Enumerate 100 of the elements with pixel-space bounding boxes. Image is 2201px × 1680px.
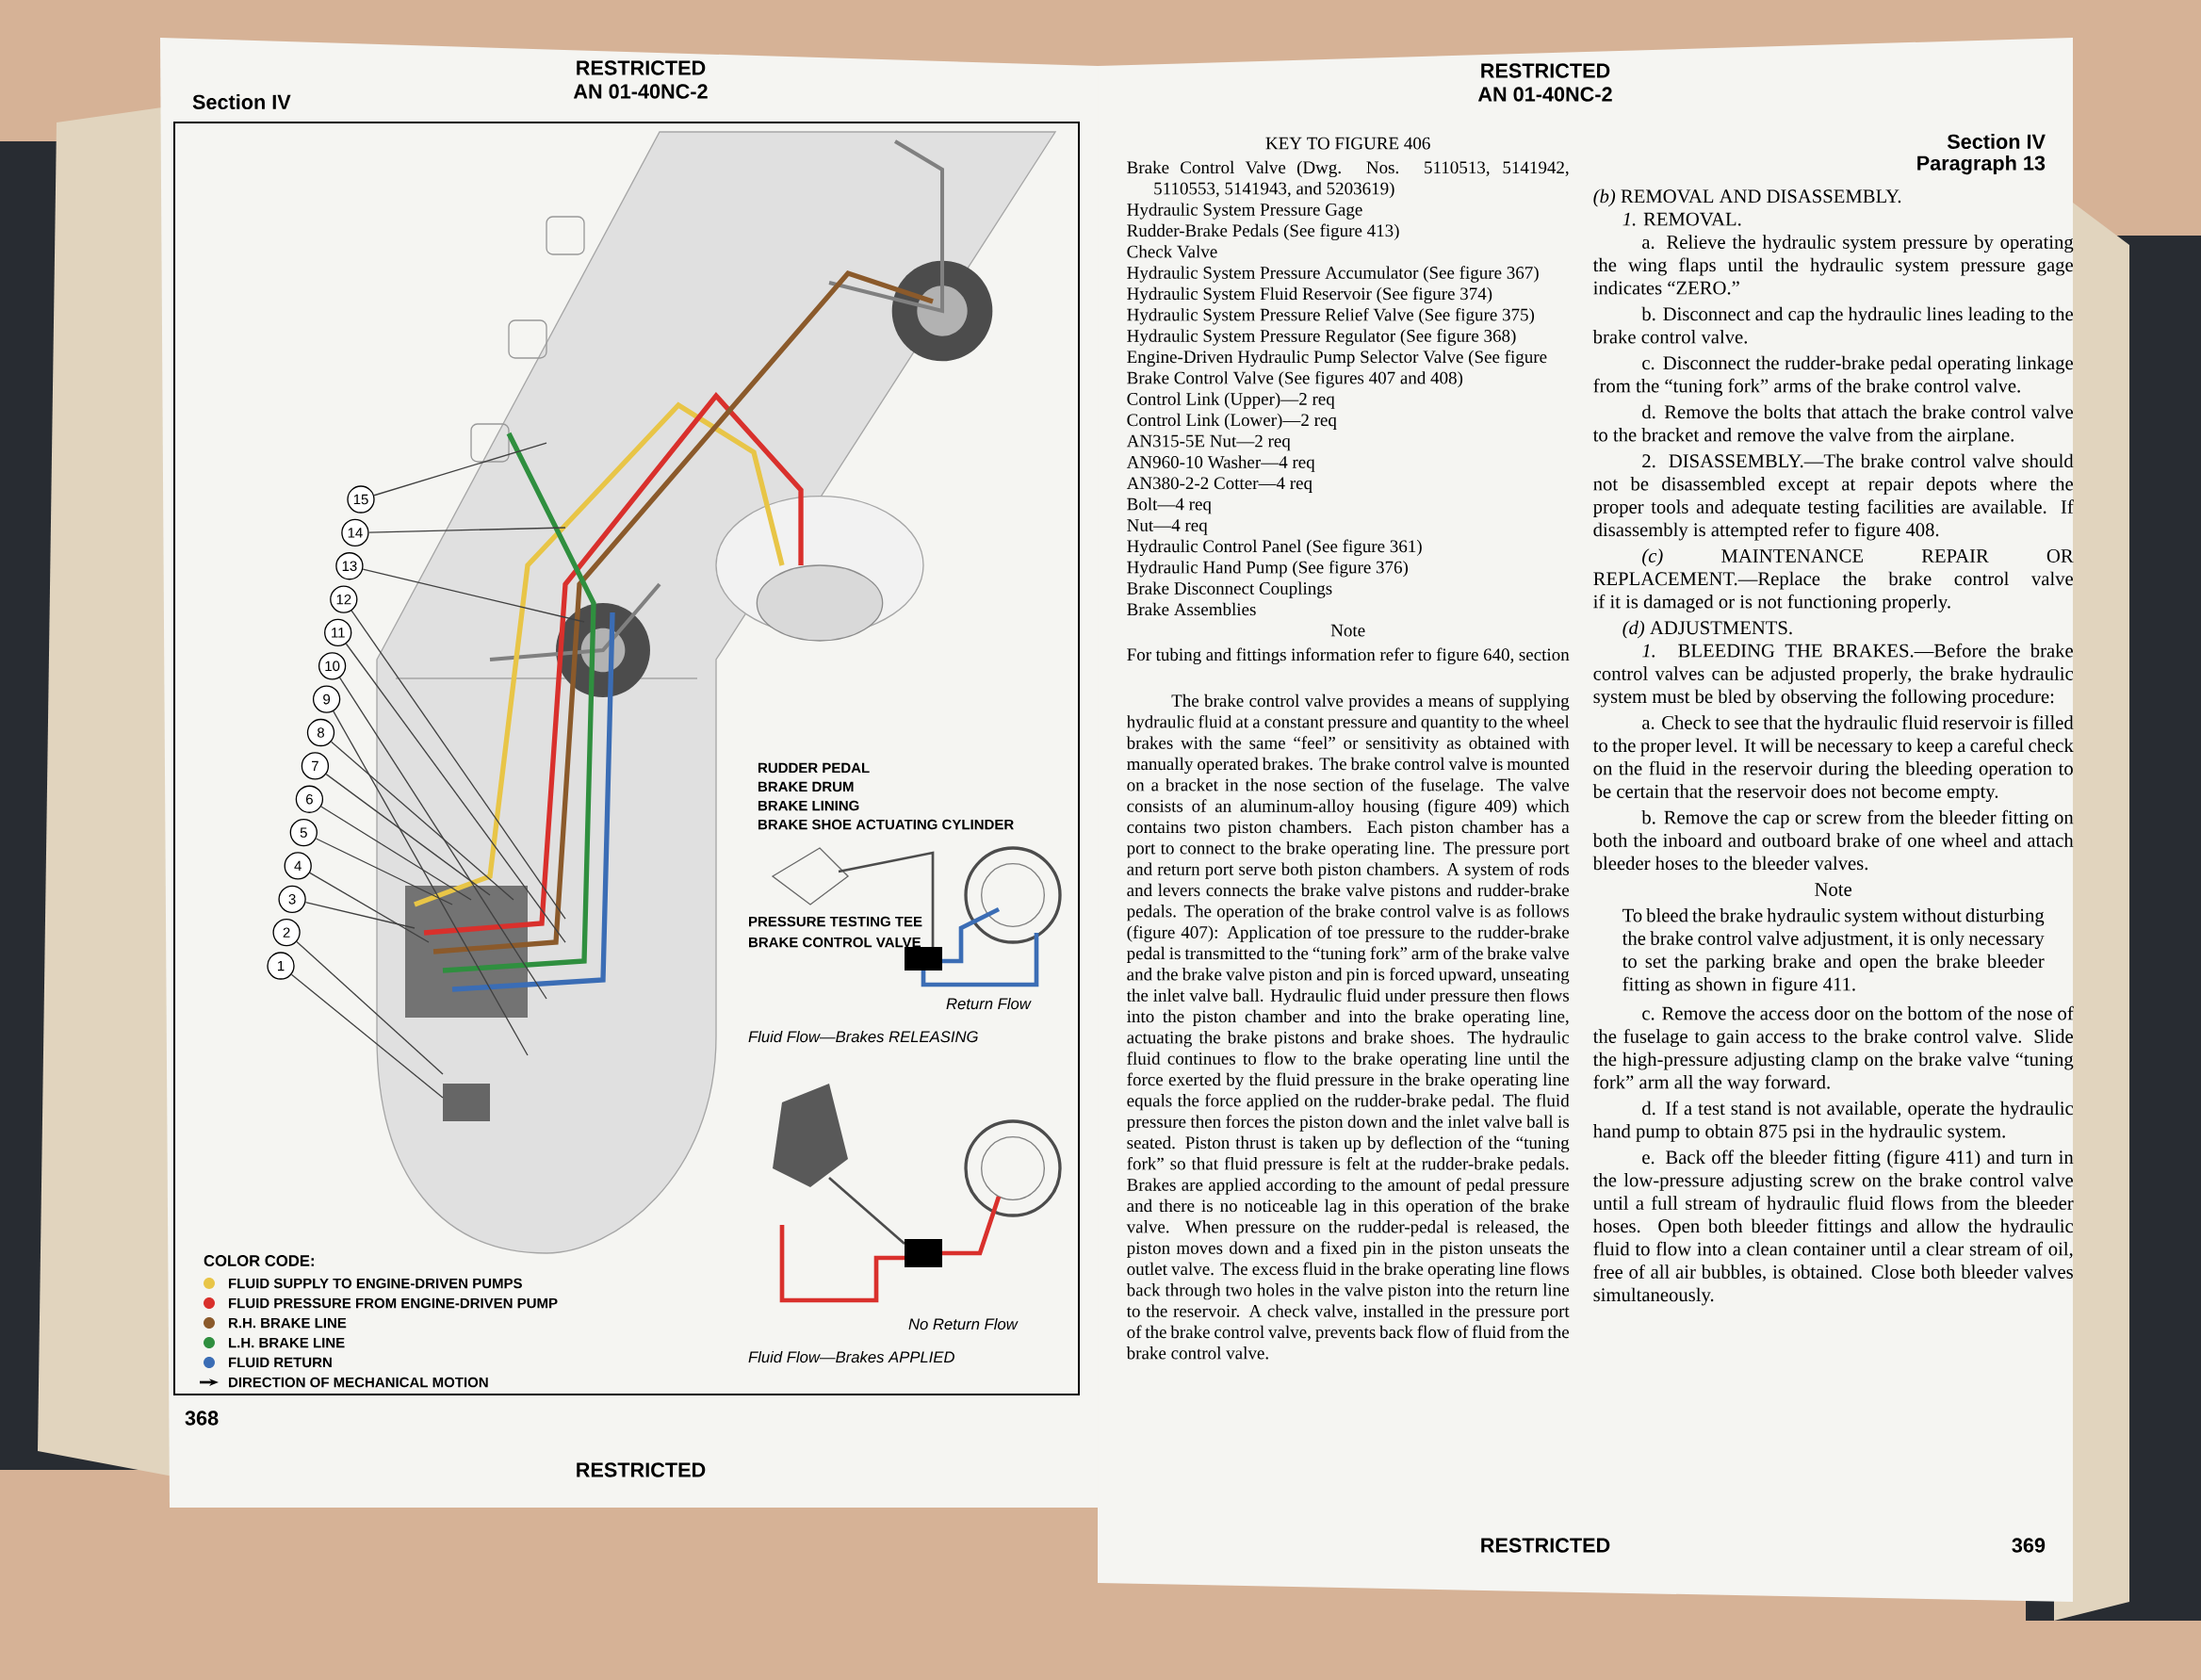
key-item: Hydraulic Control Panel (See figure 361) xyxy=(1127,539,1422,557)
key-item: AN315-5E Nut—2 req xyxy=(1126,434,1291,451)
callout-number: 2 xyxy=(272,918,301,947)
heading: 1. REMOVAL. xyxy=(1622,212,1741,226)
inset-label: BRAKE LINING xyxy=(758,800,859,811)
inset-label: BRAKE SHOE ACTUATING CYLINDER xyxy=(758,819,1014,830)
key-item: Hydraulic System Pressure Accumulator (See figure 367) xyxy=(1127,266,1539,283)
key-item: Check Valve xyxy=(1127,245,1217,258)
body-text: a. Relieve the hydraulic system pressure by operating the wing flaps until the hydraulic system pressure gage indicates “ZERO.” xyxy=(1592,235,2074,295)
callout-number: 11 xyxy=(324,618,352,647)
page-header: Section IV xyxy=(192,94,291,109)
leader-line xyxy=(309,872,430,943)
leader-line xyxy=(330,741,514,901)
callout-number: 10 xyxy=(318,652,347,680)
key-item: Hydraulic System Pressure Relief Valve (See figure 375) xyxy=(1127,307,1535,325)
legend-text: FLUID RETURN xyxy=(229,1357,332,1368)
heading: KEY TO FIGURE 406 xyxy=(1265,137,1430,150)
body-text: b. Disconnect and cap the hydraulic lines leading to the brake control valve. xyxy=(1592,306,2073,344)
page-footer: RESTRICTED xyxy=(1481,1538,1610,1553)
flow-label: Return Flow xyxy=(946,997,1032,1010)
key-item: Hydraulic System Pressure Regulator (See figure 368) xyxy=(1127,329,1516,346)
leader-line xyxy=(333,710,529,1056)
legend-text: FLUID SUPPLY TO ENGINE-DRIVEN PUMPS xyxy=(229,1278,522,1289)
note-text: To bleed the brake hydraulic system without disturbing the brake control valve adjustment, it is only necessary to set the parking brake and open the brake bleeder fitting as shown in figure 411. xyxy=(1622,908,2045,995)
heading: (b) REMOVAL AND DISASSEMBLY. xyxy=(1593,188,1901,207)
key-item: Bolt—4 req xyxy=(1127,497,1212,514)
leader-line xyxy=(345,643,566,943)
heading: (d) ADJUSTMENTS. xyxy=(1622,620,1792,639)
leader-line xyxy=(325,773,491,896)
key-item: Hydraulic Hand Pump (See figure 376) xyxy=(1127,560,1409,578)
body-text: a. Check to see that the hydraulic fluid reservoir is filled to the proper level. It will be necessary to keep a careful check on the fluid in the reservoir during the bleeding operation to be certain that the reservoir does not become empty. xyxy=(1592,715,2074,803)
inset-label: BRAKE CONTROL VALVE xyxy=(749,937,921,948)
inset-caption: Fluid Flow—Brakes APPLIED xyxy=(748,1350,954,1363)
body-text: d. If a test stand is not available, operate the hydraulic hand pump to obtain 875 psi in the hydraulic system. xyxy=(1592,1101,2074,1142)
callout-number: 13 xyxy=(335,552,364,580)
key-item: Brake Disconnect Couplings xyxy=(1127,581,1332,598)
callout-number: 12 xyxy=(330,585,358,613)
inset-label: PRESSURE TESTING TEE xyxy=(749,916,922,927)
body-text: The brake control valve provides a means of supplying hydraulic fluid at a constant pressure and quantity to the wheel brakes with the same “feel” or sensitivity as obtained with manually operated brakes. The brake control valve is mounted on a bracket in the nose section of the fuselage. The valve consists of an aluminum-alloy housing (figure 409) which contains two piston chambers. Each piston chamber has a port to connect to the brake operating line. The pressure port and return port serve both piston chambers. A system of rods and levers connects the brake valve pistons and rudder-brake pedals. The operation of the brake control valve is as follows (figure 407): Application of toe pressure to the rudder-brake pedal is transmitted to the “tuning fork” arm of the brake valve and the brake valve piston and pin is forced upward, unseating the inlet valve ball. Hydraulic fluid under pressure then flows into the piston chamber and into the brake operating line, actuating the brake pistons and brake shoes. The hydraulic fluid continues to flow to the brake operating line until the force exerted by the fluid pressure in the brake operating line equals the force applied on the rudder-brake pedal. The fluid pressure then forces the piston down and the inlet valve ball is seated. Piston thrust is taken up by deflection of the “tuning fork” so that fluid pressure is felt at the rudder-brake pedals. Brakes are applied according to the amount of pedal pressure and there is no noticeable lag in this operation of the brake valve. When pressure on the rudder-pedal is released, the piston moves down and a fixed pin in the piston unseats the outlet valve. The excess fluid in the brake operating line flows back through two holes in the valve piston into the return line to the reservoir. A check valve, installed in the pressure port of the brake control valve, prevents back flow of fluid from the brake control valve. xyxy=(1126,693,1570,1360)
page-number: 369 xyxy=(2012,1538,2046,1553)
page-header: Section IV xyxy=(1947,134,2046,149)
leader-line xyxy=(304,902,416,929)
inset-label: RUDDER PEDAL xyxy=(758,762,870,774)
callout-number: 6 xyxy=(295,785,324,813)
leader-line xyxy=(290,973,444,1099)
leader-line xyxy=(373,442,547,497)
key-item: Brake Control Valve (See figures 407 and 408) xyxy=(1127,370,1463,388)
leader-line xyxy=(338,677,547,1000)
body-text: 2. DISASSEMBLY.—The brake control valve should not be disassembled except at repair depots where the proper tools and adequate testing facilities are available. If disassembly is attempted refer to figure 408. xyxy=(1593,453,2074,541)
callout-number: 15 xyxy=(347,485,375,514)
key-item: For tubing and fittings information refer to figure 640, section xyxy=(1127,647,1570,665)
key-item: Nut—4 req xyxy=(1127,519,1208,535)
key-item: Hydraulic System Fluid Reservoir (See figure 374) xyxy=(1127,286,1492,304)
page-footer: RESTRICTED xyxy=(577,1462,706,1477)
legend-title: COLOR CODE: xyxy=(204,1255,314,1266)
body-text: b. Remove the cap or screw from the bleeder fitting on both the inboard and outboard brake of one wheel and attach bleeder hoses to the bleeder valves. xyxy=(1592,809,2074,871)
key-item: AN960-10 Washer—4 req xyxy=(1126,455,1315,472)
key-item: Control Link (Lower)—2 req xyxy=(1127,413,1337,430)
heading: Note xyxy=(1330,624,1365,637)
legend-text: R.H. BRAKE LINE xyxy=(229,1317,347,1329)
body-text: 1. BLEEDING THE BRAKES.—Before the brake control valves can be adjusted properly, the brake hydraulic system must be bled by observing the following procedure: xyxy=(1593,643,2074,708)
key-item: Brake Control Valve (Dwg. Nos. 5110513, 5141942, 5110553, 5141943, and 5203619) xyxy=(1127,160,1569,199)
page-header: AN 01-40NC-2 xyxy=(573,84,708,99)
heading: Note xyxy=(1815,883,1852,896)
leader-line xyxy=(367,527,566,533)
callout-number: 8 xyxy=(306,718,335,747)
page-header: Paragraph 13 xyxy=(1917,155,2046,175)
callout-number: 5 xyxy=(289,818,318,847)
body-text: e. Back off the bleeder fitting (figure 411) and turn in the low-pressure adjusting screw on the brake control valve until a full stream of hydraulic fluid flows from the bleeder hoses. Open both bleeder fittings and allow the hydraulic fluid to flow into a clean container until a clear stream of oil, free of all air bubbles, is obtained. Close both bleeder valves simultaneously. xyxy=(1592,1150,2074,1306)
legend-text: DIRECTION OF MECHANICAL MOTION xyxy=(229,1377,488,1388)
page-header: RESTRICTED xyxy=(1481,63,1610,78)
inset-label: BRAKE DRUM xyxy=(758,781,854,792)
callout-number: 7 xyxy=(301,752,330,780)
leader-line xyxy=(362,568,585,623)
inset-caption: Fluid Flow—Brakes RELEASING xyxy=(748,1030,978,1043)
body-text: d. Remove the bolts that attach the brake control valve to the bracket and remove the valve from the airplane. xyxy=(1592,404,2074,446)
body-text: c. Disconnect the rudder-brake pedal operating linkage from the “tuning fork” arms of the brake control valve. xyxy=(1593,355,2073,397)
leader-line xyxy=(296,940,444,1075)
page-number: 368 xyxy=(185,1411,219,1426)
callout-number: 1 xyxy=(267,952,295,980)
legend-text: FLUID PRESSURE FROM ENGINE-DRIVEN PUMP xyxy=(229,1297,558,1309)
callout-number: 3 xyxy=(278,885,306,913)
flow-label: No Return Flow xyxy=(908,1317,1019,1330)
key-item: Hydraulic System Pressure Gage xyxy=(1127,203,1362,220)
key-item: AN380-2-2 Cotter—4 req xyxy=(1126,477,1312,493)
page-header: AN 01-40NC-2 xyxy=(1477,87,1612,102)
callout-number: 9 xyxy=(312,685,341,713)
key-item: Brake Assemblies xyxy=(1127,602,1256,616)
legend-text: L.H. BRAKE LINE xyxy=(229,1337,345,1348)
leader-line xyxy=(320,806,472,901)
key-item: Control Link (Upper)—2 req xyxy=(1127,392,1335,409)
body-text: (c) MAINTENANCE REPAIR OR REPLACEMENT.—Replace the brake control valve if it is damaged or is not functioning properly. xyxy=(1593,548,2074,612)
page-header: RESTRICTED xyxy=(577,60,706,75)
leader-line xyxy=(351,610,566,920)
key-item: Rudder-Brake Pedals (See figure 413) xyxy=(1127,223,1399,241)
callout-number: 14 xyxy=(341,518,369,547)
leader-line xyxy=(315,838,453,905)
key-item: Engine-Driven Hydraulic Pump Selector Valve (See figure xyxy=(1127,350,1547,367)
callout-number: 4 xyxy=(284,852,312,880)
body-text: c. Remove the access door on the bottom of the nose of the fuselage to gain access to the brake control valve. Slide the high-pressure adjusting clamp on the brake valve “tuning fork” arm all the way forward. xyxy=(1592,1005,2074,1093)
